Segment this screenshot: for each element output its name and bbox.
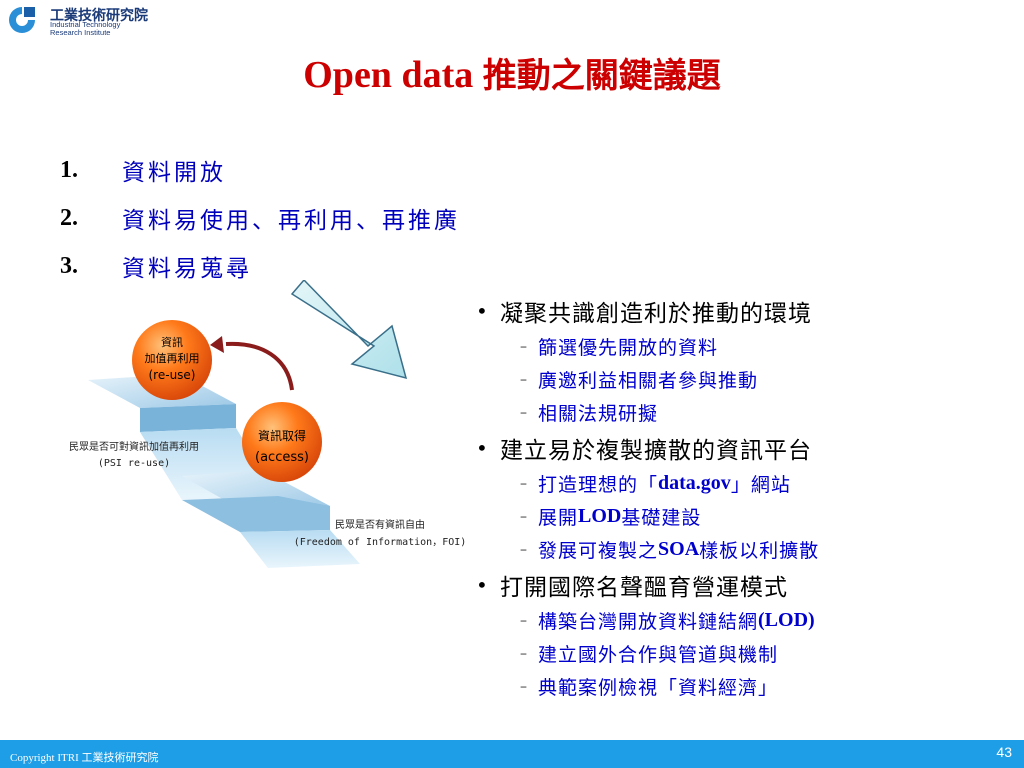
sub-bullet-text-post: 樣板以利擴散 [699,540,820,562]
sub-bullet-item: – 典範案例檢視「資料經濟」 [476,670,819,703]
sub-bullet-text-latin: LOD [578,505,622,527]
sub-bullet-text-latin: SOA [658,538,700,560]
sub-bullet-text-post: 」網站 [730,474,791,496]
dash-icon: – [520,541,528,558]
bullet-item: • 凝聚共識創造利於推動的環境 [476,292,819,330]
slide-title: Open data 推動之關鍵議題 [0,48,1024,97]
numbered-list: 1. 資料開放 2. 資料易使用、再利用、再推廣 3. 資料易蒐尋 [60,146,460,290]
sub-bullet-text-latin: data.gov [658,472,731,494]
sub-bullet-text: 相關法規研擬 [538,403,659,425]
item-number: 2. [60,204,78,231]
item-text: 資料易使用、再利用、再推廣 [122,208,460,234]
reuse-sphere [132,320,212,400]
bullet-item: • 建立易於複製擴散的資訊平台 [476,429,819,467]
logo-name-en: Industrial Technology Research Institute [50,21,120,37]
curved-arrow [225,341,294,391]
numbered-item: 3. 資料易蒐尋 [60,242,460,290]
sub-bullet-text-pre: 打造理想的「 [538,474,659,496]
numbered-item: 1. 資料開放 [60,146,460,194]
dash-icon: – [520,678,528,695]
psi-caption-line1: 民眾是否可對資訊加值再利用 [69,440,199,453]
sub-bullet-text-pre: 發展可複製之 [538,540,659,562]
itri-logo-icon [6,4,38,36]
access-sphere-line1: 資訊取得 [258,428,306,443]
sub-bullet-item: – 廣邀利益相關者參與推動 [476,363,819,396]
access-sphere [242,402,322,482]
sub-bullet-text-latin: (LOD) [758,609,815,631]
sub-bullet-item: – 建立國外合作與管道與機制 [476,637,819,670]
reuse-sphere-line1: 資訊 [161,335,183,349]
down-right-arrow [290,280,408,380]
item-number: 3. [60,252,78,279]
dash-icon: – [520,475,528,492]
curved-arrow-head [210,336,224,353]
dash-icon: – [520,508,528,525]
access-sphere-line2: (access) [255,450,309,465]
sub-bullet-text-pre: 展開 [538,507,579,529]
sub-bullet-item: – 構築台灣開放資料鏈結網(LOD) [476,604,819,637]
bullet-text: 建立易於複製擴散的資訊平台 [500,438,812,464]
numbered-item: 2. 資料易使用、再利用、再推廣 [60,194,460,242]
sub-bullet-text: 典範案例檢視「資料經濟」 [538,677,779,699]
item-text: 資料易蒐尋 [122,256,252,282]
sub-bullet-text: 建立國外合作與管道與機制 [538,644,779,666]
dash-icon: – [520,404,528,421]
bullet-item: • 打開國際名聲醞育營運模式 [476,566,819,604]
lower-step-front [182,496,330,532]
bullet-dot-icon: • [476,299,489,323]
dash-icon: – [520,612,528,629]
bullet-text: 打開國際名聲醞育營運模式 [500,575,788,601]
logo-name-en-line1: Industrial Technology [50,20,121,29]
upper-step-front [140,404,236,432]
slide-title-en: Open data [303,54,483,96]
bullet-list: • 凝聚共識創造利於推動的環境 – 篩選優先開放的資料 – 廣邀利益相關者參與推… [476,292,819,703]
page-number: 43 [996,744,1012,760]
lower-step-base [240,530,360,568]
item-text: 資料開放 [122,160,226,186]
sub-bullet-item: – 相關法規研擬 [476,396,819,429]
psi-caption-line2: (PSI re-use) [98,458,170,469]
staircase-diagram: 資訊 加值再利用 (re-use) 資訊取得 (access) 民眾是否可對資訊… [69,280,467,568]
bullet-text: 凝聚共識創造利於推動的環境 [500,301,812,327]
itri-logo: 工業技術研究院 Industrial Technology Research I… [6,4,246,38]
dash-icon: – [520,645,528,662]
logo-name-en-line2: Research Institute [50,28,111,37]
foi-caption-line2: (Freedom of Information，FOI) [294,537,467,548]
item-number: 1. [60,156,78,183]
logo-name-cn: 工業技術研究院 [50,8,148,24]
foi-caption-line1: 民眾是否有資訊自由 [335,518,425,531]
footer-bar: Copyright ITRI 工業技術研究院 43 [0,740,1024,768]
bullet-dot-icon: • [476,573,489,597]
sub-bullet-text-pre: 構築台灣開放資料鏈結網 [538,611,759,633]
sub-bullet-text-post: 基礎建設 [621,507,702,529]
copyright-text: Copyright ITRI 工業技術研究院 [10,752,159,764]
sub-bullet-item: – 篩選優先開放的資料 [476,330,819,363]
sub-bullet-text: 廣邀利益相關者參與推動 [538,370,759,392]
dash-icon: – [520,371,528,388]
bullet-dot-icon: • [476,436,489,460]
sub-bullet-text: 篩選優先開放的資料 [538,337,719,359]
dash-icon: – [520,338,528,355]
slide-title-cn: 推動之關鍵議題 [482,56,721,96]
reuse-sphere-line2: 加值再利用 [145,352,200,365]
reuse-sphere-line3: (re-use) [149,368,196,382]
sub-bullet-item: – 打造理想的「data.gov」網站 [476,467,819,500]
